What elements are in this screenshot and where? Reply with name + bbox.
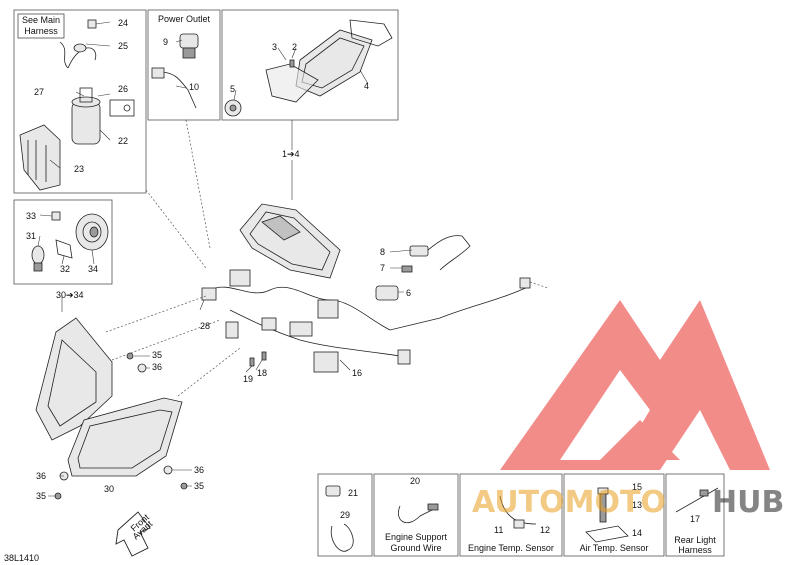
callout-5: 5 [230,84,235,94]
callout-labels: 24 25 26 27 22 23 9 10 3 2 4 5 1➔4 8 7 6… [4,18,700,563]
power-outlet-title: Power Outlet [158,14,211,24]
callout-30-to-34: 30➔34 [56,290,84,300]
callout-20: 20 [410,476,420,486]
callout-18: 18 [257,368,267,378]
callout-28: 28 [200,321,210,331]
callout-35-c: 35 [36,491,46,501]
box-gauges [221,9,399,121]
callout-14: 14 [632,528,642,538]
callout-31: 31 [26,231,36,241]
callout-36-a: 36 [152,362,162,372]
callout-11: 11 [494,525,503,535]
callout-19: 19 [243,374,253,384]
support-ground-wire-line1: Engine Support [385,532,448,542]
callout-13: 13 [632,500,642,510]
front-arrow: Front Avant [115,511,155,557]
box-rear-light-harness: Rear Light Harness [665,473,725,557]
callout-36-c: 36 [36,471,46,481]
rear-light-harness-line1: Rear Light [674,535,716,545]
drawing-id: 38L1410 [4,553,39,563]
watermark-logo: AUTOMOTO HUB [472,300,784,520]
box-power-outlet: Power Outlet [147,9,221,121]
main-harness [201,235,531,373]
box-headlight-bulb [13,199,113,285]
callout-34: 34 [88,264,98,274]
callout-30: 30 [104,484,114,494]
callout-2: 2 [292,42,297,52]
callout-1-to-4: 1➔4 [282,149,300,159]
dashed-leaders [105,119,549,397]
callout-17: 17 [690,514,700,524]
callout-35-b: 35 [194,481,204,491]
callout-23: 23 [74,164,84,174]
callout-22: 22 [118,136,128,146]
callout-leaders [37,21,413,497]
callout-33: 33 [26,211,36,221]
callout-7: 7 [380,263,385,273]
callout-27: 27 [34,87,44,97]
watermark-text-b: HUB [712,485,784,520]
callout-24: 24 [118,18,128,28]
engine-temp-sensor-label: Engine Temp. Sensor [468,543,554,553]
see-main-harness-line2: Harness [24,26,58,36]
callout-26: 26 [118,84,128,94]
callout-4: 4 [364,81,369,91]
box-support-ground-wire: Engine Support Ground Wire [373,473,459,557]
callout-16: 16 [352,368,362,378]
callout-9: 9 [163,37,168,47]
callout-21: 21 [348,488,358,498]
box-air-temp-sensor: Air Temp. Sensor [563,473,665,557]
air-temp-sensor-label: Air Temp. Sensor [580,543,649,553]
watermark-text-a: AUTOMOTO [472,485,666,520]
box-fuses [317,473,373,557]
callout-32: 32 [60,264,70,274]
callout-25: 25 [118,41,128,51]
box-engine-temp-sensor: Engine Temp. Sensor [459,473,563,557]
rear-light-harness-line2: Harness [678,545,712,555]
callout-8: 8 [380,247,385,257]
callout-12: 12 [540,525,550,535]
callout-35-a: 35 [152,350,162,360]
callout-3: 3 [272,42,277,52]
callout-15: 15 [632,482,642,492]
headlight-assembly [35,317,188,500]
instrument-cluster [239,203,341,279]
callout-29: 29 [340,510,350,520]
callout-36-b: 36 [194,465,204,475]
see-main-harness-line1: See Main [22,15,60,25]
box-see-main-harness: See Main Harness [13,9,147,194]
callout-10: 10 [189,82,199,92]
support-ground-wire-line2: Ground Wire [390,543,441,553]
callout-6: 6 [406,288,411,298]
